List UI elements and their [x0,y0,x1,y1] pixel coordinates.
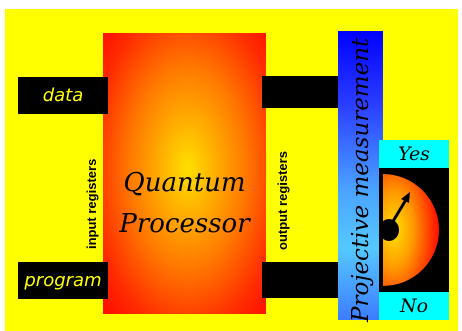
dial-face [383,174,439,286]
yes-label: Yes [398,143,430,165]
projective-measurement-label: Projective measurement [348,37,374,322]
dial-needle-tip [401,192,410,203]
no-label: No [399,295,429,317]
output-register-block-top [262,76,342,108]
data-input-block: data [18,77,108,114]
dial-pivot [379,219,399,241]
data-label: data [42,85,84,106]
processor-title-line2: Processor [119,209,250,239]
no-outcome: No [379,292,449,320]
input-registers-label: input registers [84,158,99,249]
program-input-block: program [18,262,108,299]
program-label: program [24,270,102,291]
processor-title-line1: Quantum [123,168,246,198]
yes-outcome: Yes [379,140,449,168]
quantum-processor: Quantum Processor [103,33,266,314]
output-registers-label: output registers [275,151,290,250]
output-register-block-bottom [262,262,342,298]
measurement-dial-icon [379,168,449,292]
projective-measurement-bar [338,31,383,320]
